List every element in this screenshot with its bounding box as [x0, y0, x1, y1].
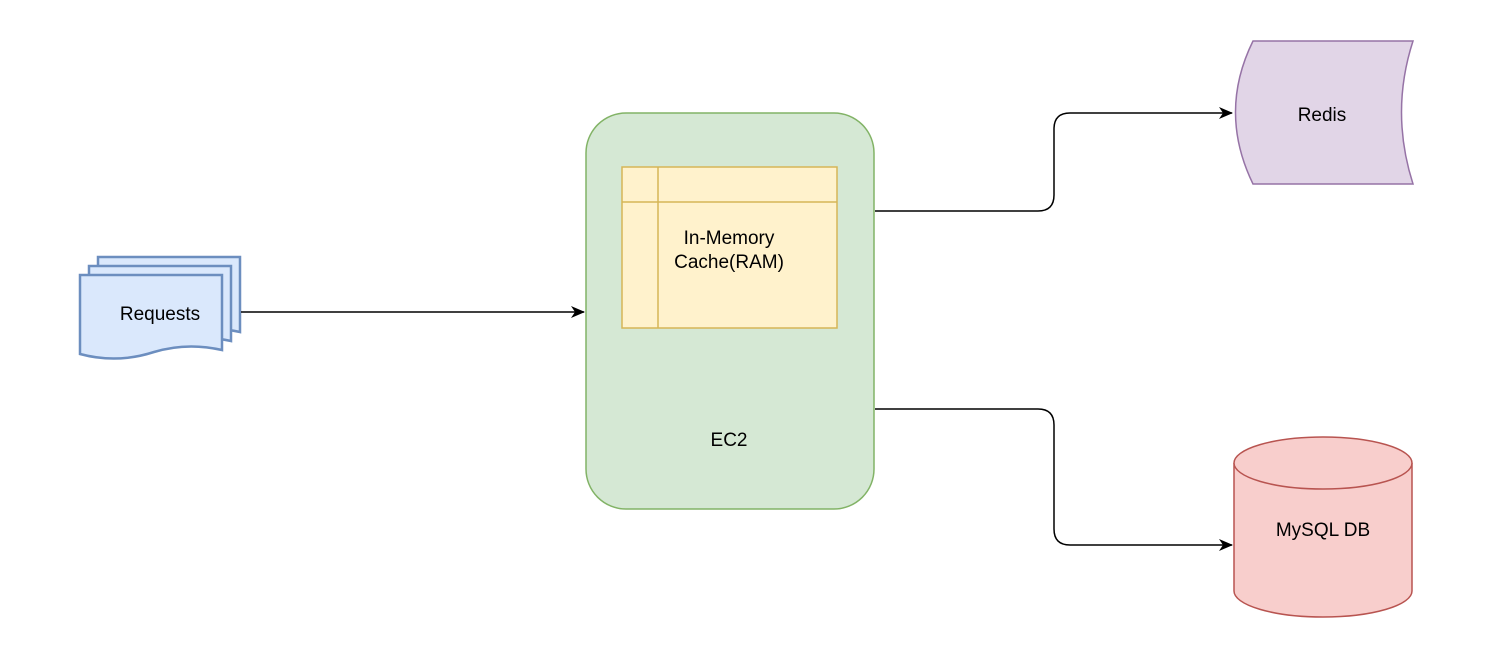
mysql-label: MySQL DB [1276, 520, 1370, 541]
database-cylinder-icon [1233, 436, 1413, 618]
edge-ec2-to-redis [875, 107, 1233, 212]
multiple-documents-icon [78, 255, 242, 360]
cache-label-line1: In-Memory [684, 228, 775, 249]
redis-label: Redis [1298, 105, 1347, 126]
cache-label-line2: Cache(RAM) [674, 252, 784, 273]
mysql-node: MySQL DB [1233, 436, 1413, 618]
edge-ec2-to-mysql [875, 408, 1233, 551]
redis-node: Redis [1234, 40, 1415, 185]
in-memory-cache-node: In-Memory Cache(RAM) [621, 166, 838, 329]
requests-node: Requests [78, 255, 242, 360]
ec2-label: EC2 [711, 430, 748, 451]
requests-label: Requests [120, 304, 200, 325]
